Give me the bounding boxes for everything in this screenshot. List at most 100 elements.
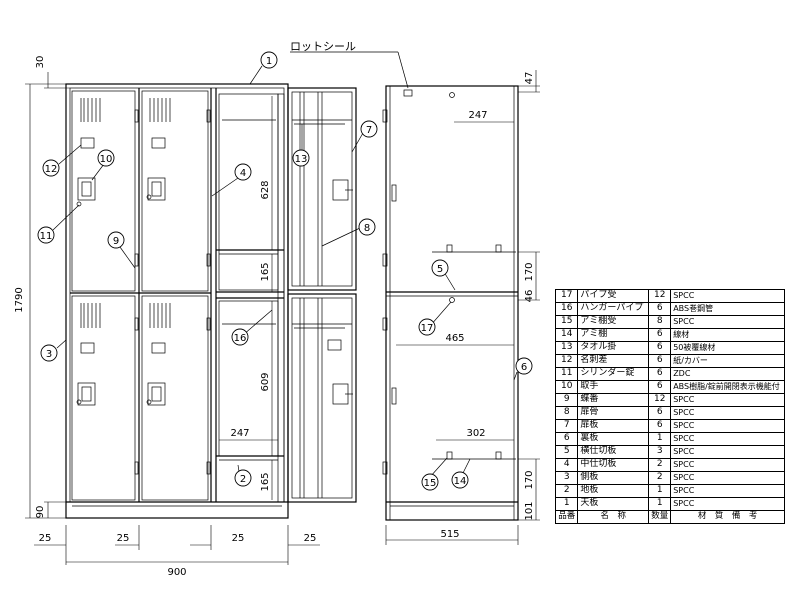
parts-cell-name: ハンガーパイプ (577, 302, 650, 316)
front-view (65, 83, 357, 519)
dim-101: 101 (524, 501, 535, 520)
parts-cell-material: ABS巻鋼管 (670, 302, 785, 316)
parts-cell-material: SPCC (670, 419, 785, 433)
dim-30: 30 (35, 56, 46, 69)
dim-247-side: 247 (468, 110, 487, 121)
parts-cell-no: 5 (554, 445, 579, 459)
parts-cell-qty: 6 (648, 367, 672, 381)
callout-6: 6 (521, 362, 527, 373)
dim-25-c: 25 (232, 533, 245, 544)
parts-cell-material: ZDC (670, 367, 785, 381)
dimension-texts: 30 1790 90 628 165 609 247 165 25 25 25 … (14, 56, 535, 578)
parts-cell-no: 15 (554, 315, 579, 329)
parts-cell-name: アミ棚 (577, 328, 650, 342)
parts-cell-name: 取手 (577, 380, 650, 394)
dim-170-lower: 170 (524, 470, 535, 489)
side-view (382, 85, 519, 521)
callout-1: 1 (266, 56, 272, 67)
parts-cell-qty: 1 (648, 432, 672, 446)
parts-cell-no: 1 (554, 497, 579, 511)
lot-seal-label: ロットシール (290, 40, 356, 53)
callout-9: 9 (113, 236, 119, 247)
dim-165-lower: 165 (260, 472, 271, 491)
parts-cell-material: SPCC (670, 471, 785, 485)
callout-4: 4 (240, 168, 246, 179)
parts-cell-no: 17 (554, 289, 579, 303)
callout-10: 10 (100, 154, 113, 165)
parts-cell-material: 紙/カバー (670, 354, 785, 368)
parts-cell-name: 側板 (577, 471, 650, 485)
parts-cell-material: ABS樹脂/錠前開閉表示機能付 (670, 380, 785, 394)
callout-7: 7 (366, 125, 372, 136)
dim-25-d: 25 (304, 533, 317, 544)
dim-628: 628 (260, 180, 271, 199)
callout-8: 8 (364, 223, 370, 234)
parts-cell-qty: 6 (648, 380, 672, 394)
parts-cell-qty: 2 (648, 471, 672, 485)
parts-cell-material: 50被覆線材 (670, 341, 785, 355)
parts-cell-material: 線材 (670, 328, 785, 342)
name-card-holder (80, 137, 95, 149)
dim-302: 302 (466, 428, 485, 439)
callout-15: 15 (424, 478, 437, 489)
parts-cell-qty: 6 (648, 341, 672, 355)
parts-cell-qty: 1 (648, 497, 672, 511)
parts-cell-material: SPCC (670, 406, 785, 420)
parts-cell-no: 4 (554, 458, 579, 472)
callout-3: 3 (46, 349, 52, 360)
callout-11: 11 (40, 231, 53, 242)
callout-5: 5 (437, 264, 443, 275)
parts-cell-name: 天板 (577, 497, 650, 511)
parts-cell-name: 名刺差 (577, 354, 650, 368)
parts-cell-name: 裏板 (577, 432, 650, 446)
parts-cell-qty: 6 (648, 328, 672, 342)
cylinder-lock (76, 201, 82, 207)
dim-170-upper: 170 (524, 262, 535, 281)
parts-cell-no: 7 (554, 419, 579, 433)
parts-cell-no: 3 (554, 471, 579, 485)
parts-cell-material: SPCC (670, 445, 785, 459)
vent-slots (80, 98, 101, 122)
dim-609: 609 (260, 372, 271, 391)
dim-515: 515 (440, 529, 459, 540)
parts-cell-qty: 6 (648, 302, 672, 316)
leader-lines (52, 65, 518, 479)
parts-cell-material: SPCC (670, 497, 785, 511)
dim-465: 465 (445, 333, 464, 344)
callout-14: 14 (454, 476, 467, 487)
parts-cell-name: 扉骨 (577, 406, 650, 420)
parts-cell-no: 11 (554, 367, 579, 381)
parts-cell-no: 16 (554, 302, 579, 316)
parts-cell-material: SPCC (670, 484, 785, 498)
lot-seal-mark (403, 89, 413, 97)
callout-17: 17 (421, 323, 434, 334)
parts-cell-name: 蝶番 (577, 393, 650, 407)
parts-cell-qty: 2 (648, 458, 672, 472)
parts-cell-qty: 12 (648, 289, 672, 303)
dim-1790: 1790 (14, 287, 25, 312)
parts-cell-qty: 8 (648, 315, 672, 329)
handle (77, 177, 96, 201)
dim-46: 46 (524, 290, 535, 303)
parts-cell-no: 13 (554, 341, 579, 355)
dim-25-a: 25 (39, 533, 52, 544)
